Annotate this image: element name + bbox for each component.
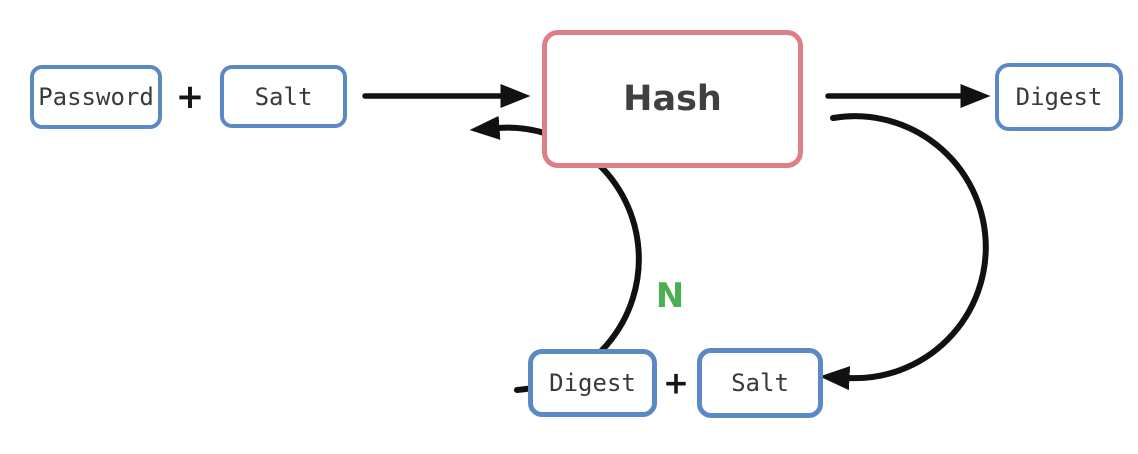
arrow-hash-to-feedback-curve [819,113,989,391]
node-salt-input: Salt [220,65,347,128]
plus-operator-feedback: + [663,365,689,402]
node-hash-label: Hash [623,79,722,119]
node-salt-feedback: Salt [697,348,823,418]
node-digest-output: Digest [995,63,1123,131]
node-salt-input-label: Salt [254,82,313,111]
plus-operator-input: + [175,77,205,117]
node-digest-feedback: Digest [528,349,657,417]
node-salt-feedback-label: Salt [731,369,789,397]
node-hash: Hash [542,30,803,168]
iteration-count-label: N [655,276,685,316]
node-password: Password [30,65,162,129]
node-digest-output-label: Digest [1015,83,1103,111]
node-password-label: Password [38,83,154,111]
node-digest-feedback-label: Digest [549,369,636,397]
